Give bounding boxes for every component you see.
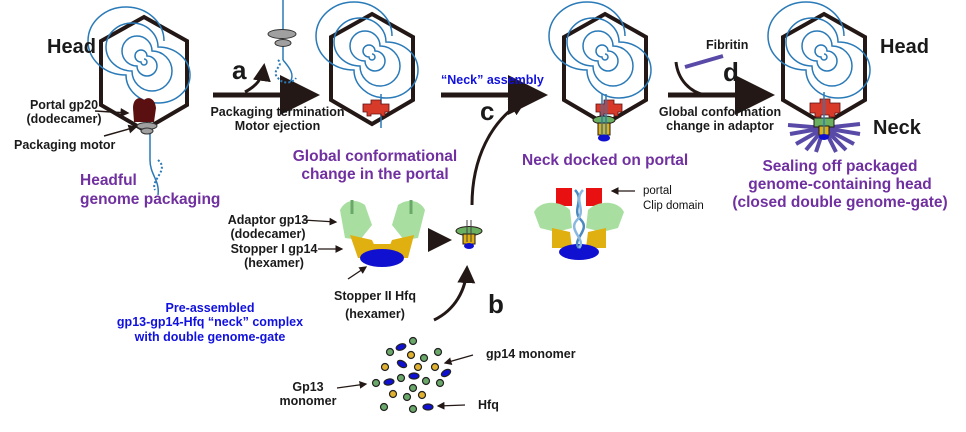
label-packaging-motor: Packaging motor	[14, 138, 116, 152]
label-adaptor-gp13-sub: (dodecamer)	[230, 227, 306, 242]
label-portal-small: portal	[643, 185, 672, 197]
capsid-packaging	[87, 6, 191, 196]
pointer-gp13-monomer	[336, 381, 368, 389]
label-neck-right: Neck	[873, 117, 921, 139]
label-stopper2: Stopper II Hfq (hexamer)	[330, 289, 420, 322]
label-adaptor-gp13: Adaptor gp13 (dodecamer)	[226, 213, 310, 242]
label-stopper1: Stopper I gp14 (hexamer)	[228, 242, 320, 271]
label-hfq: Hfq	[478, 398, 499, 412]
stopper1-yellow	[597, 122, 611, 136]
motor-lower	[140, 127, 154, 135]
label-stopper1-name: Stopper I gp14	[230, 242, 318, 256]
pointer-gp14-monomer	[443, 354, 474, 365]
label-preassembled-3: with double genome-gate	[134, 329, 286, 344]
label-preassembled: Pre-assembled gp13-gp14-Hfq “neck” compl…	[110, 301, 310, 344]
fibritin-rod	[684, 54, 724, 69]
hfq-blue	[598, 134, 610, 142]
label-gp14-monomer: gp14 monomer	[486, 347, 576, 361]
label-step-a: a	[232, 55, 247, 85]
label-global-portal: Global conformational change in the port…	[280, 148, 470, 184]
label-step-c: c	[480, 96, 495, 126]
pointer-stopper2	[347, 266, 368, 280]
pointer-portal	[94, 108, 130, 118]
label-global-portal-1: Global conformational	[292, 148, 458, 165]
dna-strand	[149, 100, 159, 196]
pointer-adaptor	[302, 217, 338, 226]
label-packaging-termination: Packaging termination	[210, 105, 345, 119]
ejected-motor	[267, 0, 297, 84]
neck-cartoon	[455, 220, 483, 249]
monomer-pool	[371, 336, 452, 414]
arrow-step-b	[433, 265, 476, 322]
pointer-hfq	[436, 401, 466, 410]
arrow-motor-ejection	[244, 63, 271, 94]
label-neck-assembly: “Neck” assembly	[441, 73, 544, 87]
label-head-right: Head	[880, 36, 929, 58]
dna-dashed	[153, 159, 163, 191]
label-portal-gp20: Portal gp20 (dodecamer)	[24, 98, 104, 127]
portal-gp20-dark	[133, 98, 156, 122]
neck-complex-structure	[340, 200, 425, 267]
label-gp13-monomer-1: Gp13	[292, 380, 324, 394]
docked-structure	[534, 188, 624, 260]
label-adaptor-gp13-name: Adaptor gp13	[227, 213, 309, 227]
label-headful-1: Headful	[80, 172, 137, 189]
arrow-neck-to-head	[470, 98, 528, 206]
label-global-conformation: Global conformation	[658, 105, 782, 119]
label-sealing-3: (closed double genome-gate)	[732, 193, 948, 211]
label-step-b: b	[488, 289, 504, 319]
arrow-fibritin	[674, 61, 706, 97]
label-global-portal-2: change in the portal	[301, 165, 449, 183]
label-stopper2-sub: (hexamer)	[345, 307, 405, 322]
pointer-motor	[103, 124, 138, 137]
label-step-d: d	[723, 57, 739, 87]
label-sealing-2: genome-containing head	[748, 175, 932, 193]
portal-red	[362, 99, 390, 117]
label-head-left: Head	[47, 36, 96, 58]
label-preassembled-2: gp13-gp14-Hfq “neck” complex	[116, 315, 304, 330]
label-change-adaptor: change in adaptor	[666, 119, 774, 134]
label-headful-2: genome packaging	[80, 191, 221, 208]
label-clip-domain: Clip domain	[643, 200, 704, 212]
label-stopper1-sub: (hexamer)	[244, 256, 304, 271]
label-gp13-monomer: Gp13 monomer	[278, 380, 338, 409]
label-step-d-desc: Global conformation change in adaptor	[655, 105, 785, 134]
label-sealing: Sealing off packaged genome-containing h…	[720, 158, 960, 211]
label-gp13-monomer-2: monomer	[279, 394, 337, 409]
label-portal-gp20-name: Portal gp20	[29, 98, 99, 112]
label-motor-ejection: Motor ejection	[234, 119, 321, 134]
label-sealing-1: Sealing off packaged	[762, 158, 918, 175]
label-portal-gp20-sub: (dodecamer)	[26, 112, 102, 127]
label-preassembled-1: Pre-assembled	[165, 301, 255, 315]
label-fibritin: Fibritin	[706, 38, 749, 52]
capsid-portal-changed	[315, 1, 419, 128]
capsid-sealed	[767, 1, 871, 153]
label-stopper2-name: Stopper II Hfq	[334, 289, 416, 303]
label-neck-docked: Neck docked on portal	[522, 152, 689, 169]
label-step-a-desc: Packaging termination Motor ejection	[200, 105, 355, 134]
capsid-neck-docked	[548, 1, 652, 142]
